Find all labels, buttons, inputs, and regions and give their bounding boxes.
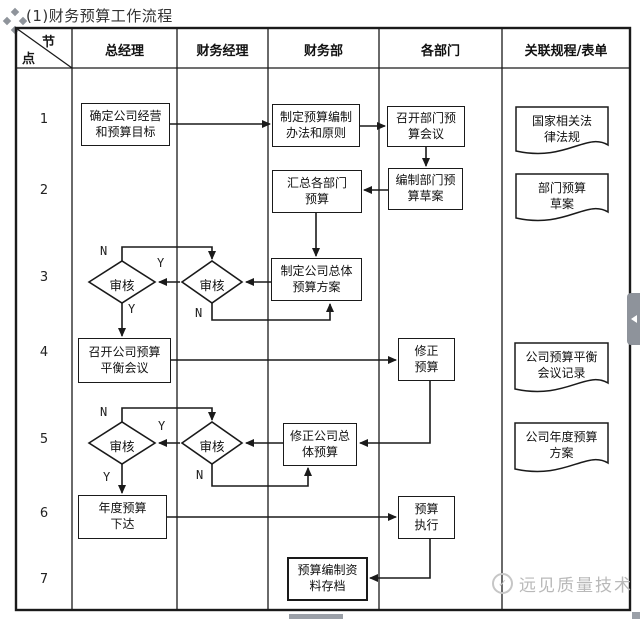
bottom-scroll-fragment <box>289 614 343 619</box>
label-no-gm1: N <box>100 244 108 258</box>
doc-annual-plan-label: 公司年度预算 方案 <box>525 430 598 461</box>
step-dept-meeting: 召开部门预 算会议 <box>387 106 465 147</box>
node-number-5: 5 <box>39 432 49 447</box>
watermark: ✓ 远见质量技术 <box>492 571 633 596</box>
node-number-4: 4 <box>39 345 49 360</box>
column-header-finance-manager: 财务经理 <box>196 44 249 59</box>
column-header-departments: 各部门 <box>420 44 460 59</box>
side-expand-tab[interactable] <box>627 293 640 345</box>
fm-review-1-label: 审核 <box>199 278 225 293</box>
node-number-1: 1 <box>39 112 49 127</box>
node-number-7: 7 <box>39 572 49 587</box>
step-issue-annual: 年度预算 下达 <box>78 495 167 539</box>
column-header-general-manager: 总经理 <box>104 44 144 59</box>
label-yes-fm1: Y <box>157 256 165 270</box>
doc-dept-draft-label: 部门预算 草案 <box>537 181 586 212</box>
watermark-text: 远见质量技术 <box>519 576 633 596</box>
node-number-6: 6 <box>39 506 49 521</box>
column-header-finance-dept: 财务部 <box>303 44 343 59</box>
column-header-related-forms: 关联规程/表单 <box>524 44 608 59</box>
watermark-logo-icon: ✓ <box>492 573 513 594</box>
decision-diamonds <box>87 260 244 465</box>
fm-review-1-diamond <box>180 260 244 304</box>
gm-review-1-diamond <box>87 260 157 304</box>
corner-label-top: 节 <box>42 35 56 50</box>
flow-connectors <box>118 120 431 582</box>
doc-annual-plan-shape <box>514 422 609 473</box>
doc-dept-draft-shape <box>515 173 609 222</box>
fm-review-2-label: 审核 <box>199 439 225 454</box>
step-overall-plan: 制定公司总体 预算方案 <box>271 258 362 301</box>
label-no-gm2: N <box>100 405 108 419</box>
arrow-left-icon <box>630 315 637 323</box>
doc-laws-label: 国家相关法 律法规 <box>531 114 592 145</box>
doc-meeting-record-label: 公司预算平衡 会议记录 <box>525 350 598 381</box>
step-execute: 预算 执行 <box>398 496 455 539</box>
node-number-2: 2 <box>39 183 49 198</box>
gm-review-2-diamond <box>87 421 157 465</box>
page-title: (1)财务预算工作流程 <box>26 7 173 25</box>
step-dept-draft: 编制部门预 算草案 <box>388 168 463 210</box>
step-summarize: 汇总各部门 预算 <box>272 170 362 213</box>
step-revise-budget: 修正 预算 <box>398 338 455 381</box>
step-make-rules: 制定预算编制 办法和原则 <box>272 104 360 147</box>
doc-laws-shape <box>515 106 609 155</box>
fm-review-2-diamond <box>180 421 244 465</box>
label-yes-gm2: Y <box>103 470 111 484</box>
corner-fragment <box>632 612 640 619</box>
label-no-fm1: N <box>195 306 203 320</box>
gm-review-2-label: 审核 <box>109 439 135 454</box>
document-shapes <box>514 106 609 473</box>
node-number-3: 3 <box>39 270 49 285</box>
step-balance-meeting: 召开公司预算 平衡会议 <box>78 338 171 383</box>
doc-meeting-record-shape <box>514 342 609 393</box>
label-yes-gm1: Y <box>128 302 136 316</box>
corner-label-bottom: 点 <box>22 52 36 67</box>
step-revise-overall: 修正公司总 体预算 <box>283 423 357 466</box>
gm-review-1-label: 审核 <box>109 278 135 293</box>
label-no-fm2: N <box>196 468 204 482</box>
step-set-goals: 确定公司经营 和预算目标 <box>81 103 170 146</box>
label-yes-fm2: Y <box>158 419 166 433</box>
step-archive: 预算编制资 料存档 <box>287 557 368 601</box>
